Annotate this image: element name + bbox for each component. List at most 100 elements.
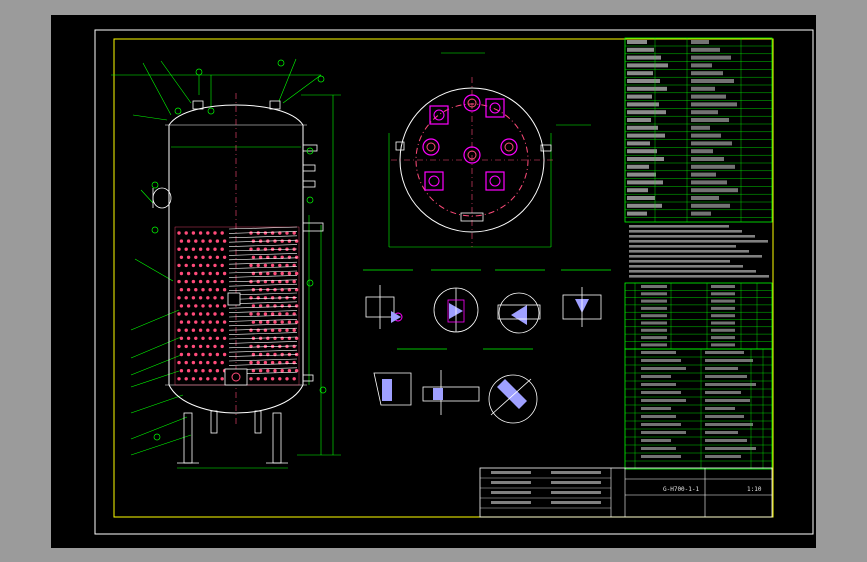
- table-text: [627, 141, 650, 146]
- coil-tube: [251, 239, 256, 243]
- coil-tube: [208, 336, 212, 340]
- coil-tube: [222, 304, 227, 308]
- coil-tube: [208, 288, 212, 292]
- coil-tube: [179, 304, 184, 308]
- coil-tube: [256, 360, 260, 365]
- inner-frame: [113, 38, 774, 518]
- table-text: [691, 180, 727, 185]
- coil-tube: [177, 247, 181, 251]
- table-text: [627, 172, 656, 177]
- coil-tube: [249, 344, 253, 349]
- coil-tube: [177, 328, 181, 332]
- coil-tube: [266, 255, 270, 259]
- table-text: [627, 71, 653, 76]
- title-text: [491, 491, 531, 494]
- table-text: [641, 431, 686, 434]
- coil-turn: [228, 310, 298, 313]
- coil-tube: [220, 360, 224, 365]
- coil-tube: [184, 328, 188, 332]
- coil-tube: [206, 360, 210, 365]
- coil-tube: [194, 320, 198, 324]
- coil-tube: [179, 288, 184, 292]
- table-text: [627, 164, 649, 169]
- coil-tube: [213, 279, 217, 284]
- coil-tube: [280, 288, 284, 292]
- coil-tube: [198, 377, 203, 381]
- coil-tube: [213, 263, 217, 268]
- table-text: [627, 47, 654, 52]
- part-balloon: [151, 226, 159, 234]
- table-text: [627, 211, 647, 216]
- coil-turn: [228, 341, 298, 344]
- coil-tube: [186, 239, 191, 243]
- coil-tube: [270, 377, 275, 381]
- coil-tube: [285, 279, 289, 284]
- drawing-sheet[interactable]: G-H700-1-1 1:10: [51, 15, 816, 548]
- coil-turn: [228, 231, 298, 234]
- coil-tube: [294, 320, 299, 324]
- coil-tube: [179, 336, 184, 340]
- coil-turn: [228, 349, 298, 353]
- table-text: [627, 63, 668, 68]
- section-details: [363, 269, 611, 424]
- coil-tube: [251, 255, 256, 259]
- coil-tube: [256, 312, 260, 316]
- part-balloon: [153, 433, 161, 441]
- coil-tube: [184, 247, 188, 251]
- note-text: [629, 225, 729, 228]
- table-text: [641, 343, 667, 347]
- coil-tube: [206, 377, 210, 381]
- coil-tube: [266, 369, 270, 373]
- table-text: [641, 306, 667, 310]
- coil-tube: [208, 271, 212, 276]
- coil-turn: [228, 270, 298, 274]
- table-text: [691, 47, 720, 52]
- coil-tube: [184, 231, 188, 235]
- table-text: [641, 367, 686, 370]
- drawing-number: G-H700-1-1: [663, 486, 700, 493]
- coil-tube: [263, 312, 268, 316]
- coil-tube: [251, 320, 256, 324]
- coil-tube: [194, 239, 198, 243]
- coil-turn: [228, 345, 298, 349]
- coil-tube: [215, 288, 220, 292]
- table-text: [691, 40, 709, 44]
- table-text: [641, 423, 681, 426]
- coil-tube: [215, 271, 220, 276]
- coil-tube: [220, 328, 224, 332]
- coil-tube: [263, 231, 268, 235]
- coil-tube: [292, 296, 296, 300]
- coil-tube: [208, 255, 212, 259]
- title-text: [551, 501, 601, 504]
- table-text: [711, 314, 735, 318]
- table-text: [641, 407, 671, 410]
- coil-tube: [263, 377, 268, 381]
- coil-tube: [258, 369, 263, 373]
- coil-tube: [177, 296, 181, 300]
- coil-tube: [251, 271, 256, 276]
- table-text: [691, 196, 719, 200]
- coil-tube: [294, 304, 299, 308]
- coil-tube: [278, 360, 282, 365]
- coil-tube: [186, 320, 191, 324]
- coil-turn: [228, 253, 298, 256]
- table-text: [705, 383, 756, 386]
- table-text: [627, 188, 648, 193]
- coil-tube: [206, 296, 210, 300]
- coil-tube: [177, 263, 181, 268]
- table-text: [641, 336, 667, 340]
- coil-tube: [198, 344, 203, 349]
- coil-tube: [251, 369, 256, 373]
- heating-coil-tubes: [177, 231, 299, 381]
- coil-tube: [186, 304, 191, 308]
- table-text: [711, 336, 735, 340]
- scale-value: 1:10: [747, 486, 762, 493]
- table-text: [627, 79, 660, 83]
- part-balloon: [174, 107, 182, 115]
- coil-tube: [292, 231, 296, 235]
- table-text: [711, 328, 735, 332]
- coil-tube: [213, 344, 217, 349]
- round-nozzle: [422, 138, 440, 156]
- table-text: [711, 292, 735, 296]
